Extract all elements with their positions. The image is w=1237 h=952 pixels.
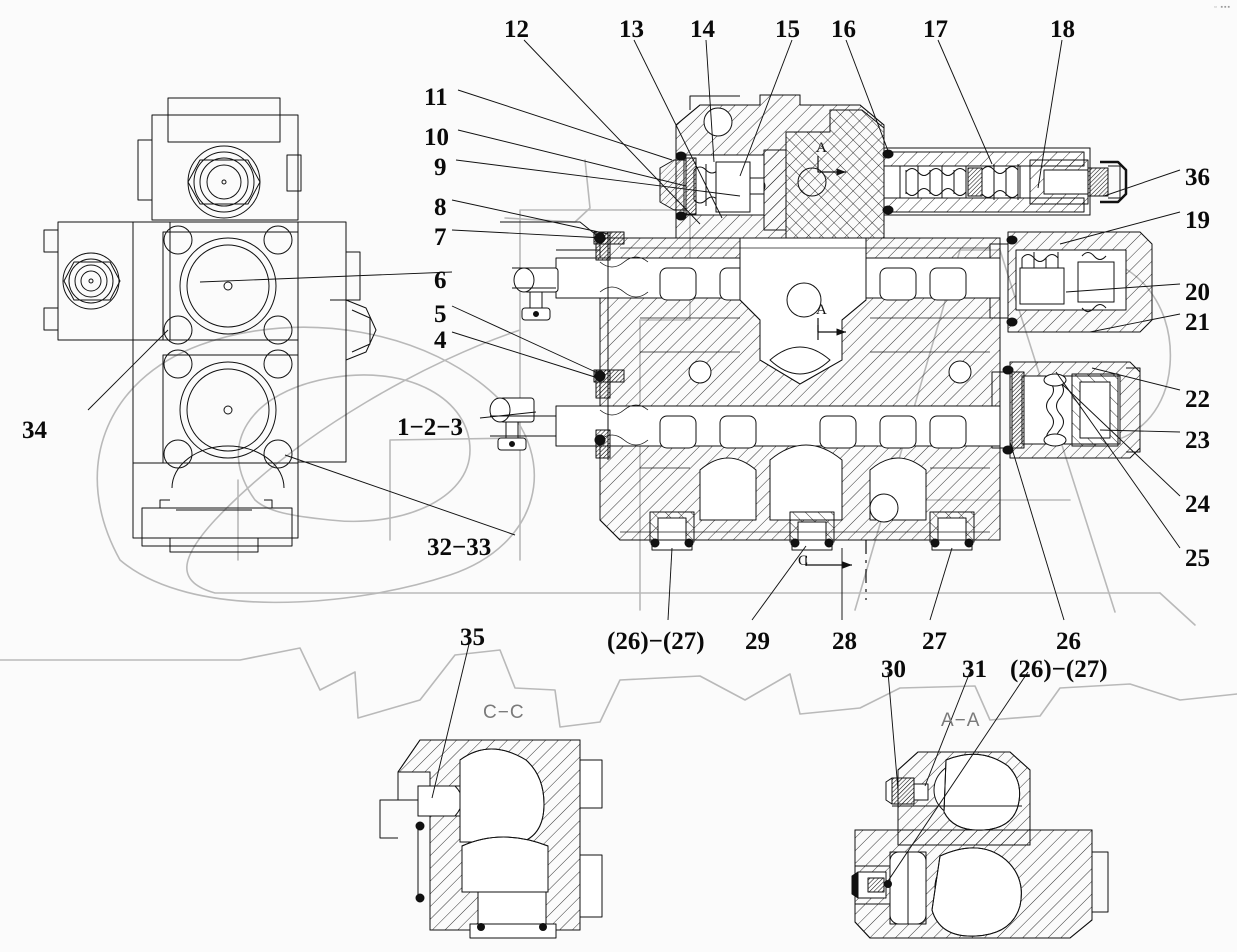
callout-24: 24: [1185, 491, 1210, 518]
callout-23: 23: [1185, 427, 1210, 454]
callout-21: 21: [1185, 309, 1210, 336]
callout-14: 14: [690, 16, 715, 43]
callout-30: 30: [881, 656, 906, 683]
callout-31: 31: [962, 656, 987, 683]
section-mark-a-mid: A: [816, 302, 827, 318]
section-mark-a-top: A: [816, 140, 827, 156]
callout-19: 19: [1185, 207, 1210, 234]
callout-32-33: 32−33: [427, 534, 492, 561]
callout-7: 7: [434, 224, 447, 251]
leader-lines: [87, 39, 1181, 885]
corner-watermark: ▫ ▪▪▪: [1214, 4, 1231, 11]
section-aa-view: [851, 751, 1109, 939]
callout-29: 29: [745, 628, 770, 655]
callout-27: 27: [922, 628, 947, 655]
callout-6: 6: [434, 267, 447, 294]
callout-17: 17: [923, 16, 948, 43]
callout-5: 5: [434, 301, 447, 328]
callout-1-2-3: 1−2−3: [397, 414, 463, 441]
section-cc-view: [379, 739, 603, 939]
callout-26-27-left: (26)−(27): [607, 628, 705, 655]
callout-9: 9: [434, 154, 447, 181]
callout-18: 18: [1050, 16, 1075, 43]
callout-26: 26: [1056, 628, 1081, 655]
callout-26-27-right: (26)−(27): [1010, 656, 1108, 683]
callout-35: 35: [460, 624, 485, 651]
callout-16: 16: [831, 16, 856, 43]
callout-25: 25: [1185, 545, 1210, 572]
callout-28: 28: [832, 628, 857, 655]
section-mark-c-bottom: C: [798, 553, 809, 569]
section-label-aa: A−A: [941, 710, 981, 731]
callout-15: 15: [775, 16, 800, 43]
left-valve-block-view: [43, 97, 377, 553]
callout-13: 13: [619, 16, 644, 43]
callout-20: 20: [1185, 279, 1210, 306]
callout-4: 4: [434, 327, 447, 354]
callout-36: 36: [1185, 164, 1210, 191]
section-label-cc: C−C: [483, 702, 525, 723]
section-cut-markers: [805, 156, 867, 600]
callout-10: 10: [424, 124, 449, 151]
callout-8: 8: [434, 194, 447, 221]
callout-22: 22: [1185, 386, 1210, 413]
callout-11: 11: [424, 84, 448, 111]
callout-34: 34: [22, 417, 47, 444]
main-section-view: [489, 94, 1153, 551]
callout-12: 12: [504, 16, 529, 43]
